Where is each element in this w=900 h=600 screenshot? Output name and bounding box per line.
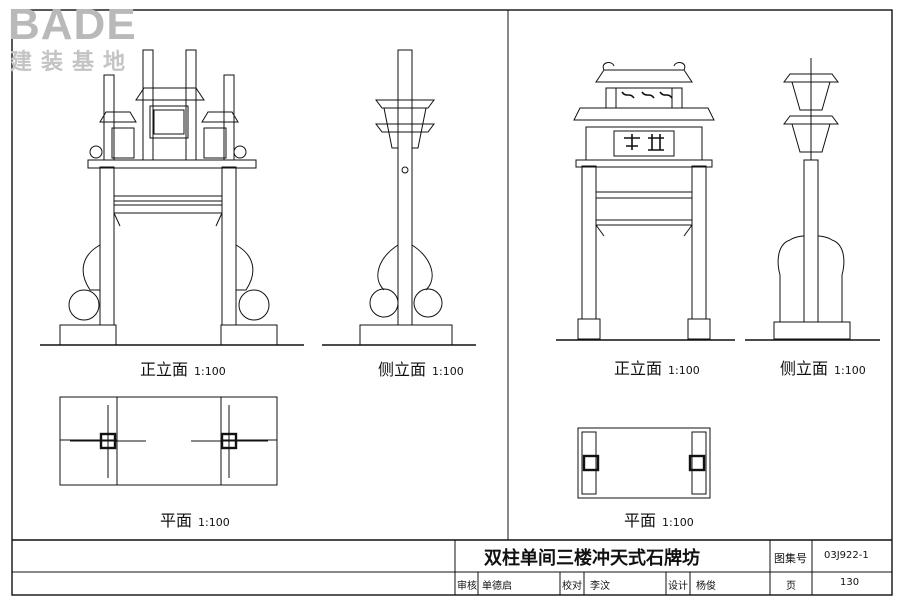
left-plan (59, 396, 278, 486)
right-plan (577, 427, 711, 499)
atlas-label: 图集号 (774, 552, 807, 565)
design-label: 设计 (668, 581, 688, 592)
sheet-border (11, 9, 893, 596)
check-label: 校对 (562, 581, 582, 592)
right-front-elevation (556, 62, 735, 341)
drawing-title: 双柱单间三楼冲天式石牌坊 (484, 548, 700, 569)
review-label: 审核 (457, 581, 477, 592)
plaque-inscription (621, 91, 673, 151)
title-block-grid (12, 539, 892, 595)
atlas-value: 03J922-1 (824, 550, 869, 561)
right-side-elevation (745, 58, 880, 341)
reviewer-name: 单德启 (482, 581, 512, 592)
page-number: 130 (840, 577, 860, 588)
page-label: 页 (786, 581, 796, 592)
left-front-elevation (40, 49, 304, 346)
checker-name: 李汶 (590, 581, 610, 592)
designer-name: 杨俊 (696, 581, 716, 592)
left-side-elevation (322, 49, 476, 346)
